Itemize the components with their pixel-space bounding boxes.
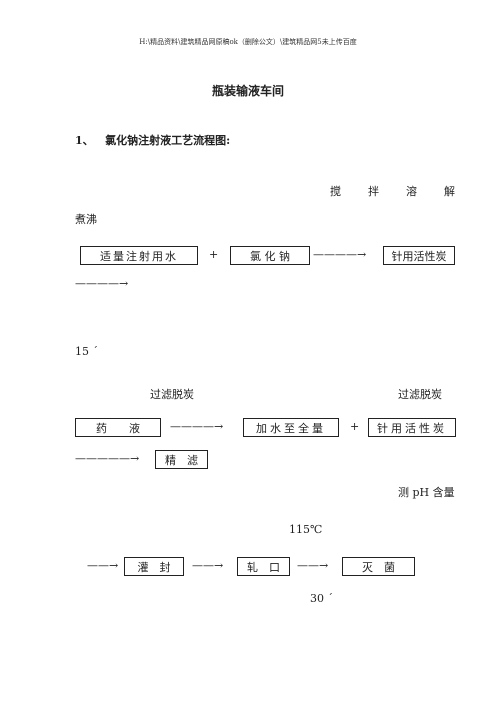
temperature-label: 115℃	[289, 523, 323, 536]
flow-arrow: ——→	[192, 559, 224, 572]
flow-box-crimp: 轧 口	[237, 557, 290, 576]
section-number: 1、	[75, 134, 94, 147]
flow-arrow-continue: —————→	[75, 452, 140, 465]
flow-arrow: ——→	[297, 559, 329, 572]
flow-box-fine-filtration: 精 滤	[155, 450, 208, 469]
flow-box-activated-carbon: 针用活性炭	[368, 418, 456, 437]
flow-box-sodium-chloride: 氯 化 钠	[230, 246, 310, 265]
flow-arrow: ————→	[313, 248, 367, 261]
duration-label: 30 ´	[310, 592, 333, 605]
file-path-header: H:\精品资料\建筑精品网原稿ok（删除公文）\建筑精品网5未上传百度	[139, 38, 357, 46]
flow-box-water: 适量注射用水	[80, 246, 198, 265]
flow-box-fill-seal: 灌 封	[124, 557, 184, 576]
label-filter-decarbon-2: 过滤脱炭	[398, 388, 442, 401]
flow-box-solution: 药 液	[75, 418, 161, 437]
flow-arrow: ——→	[87, 559, 119, 572]
page-title: 瓶装输液车间	[211, 84, 284, 98]
label-dissolve: 搅拌溶解	[330, 185, 482, 198]
plus-sign: +	[209, 248, 219, 261]
flow-box-activated-carbon: 针用活性炭	[383, 246, 455, 265]
plus-sign: +	[350, 420, 360, 433]
section-heading: 1、 氯化钠注射液工艺流程图:	[75, 132, 230, 148]
flow-arrow: ————→	[170, 420, 224, 433]
flow-arrow-continue: ————→	[75, 277, 129, 290]
label-filter-decarbon-1: 过滤脱炭	[150, 388, 194, 401]
flow-box-add-water: 加水至全量	[243, 418, 339, 437]
duration-label: 15 ´	[75, 345, 98, 358]
section-title: 氯化钠注射液工艺流程图:	[105, 134, 231, 147]
label-ph-test: 测 pH 含量	[398, 486, 455, 499]
flow-box-sterilize: 灭 菌	[342, 557, 415, 576]
label-boil: 煮沸	[75, 213, 97, 226]
